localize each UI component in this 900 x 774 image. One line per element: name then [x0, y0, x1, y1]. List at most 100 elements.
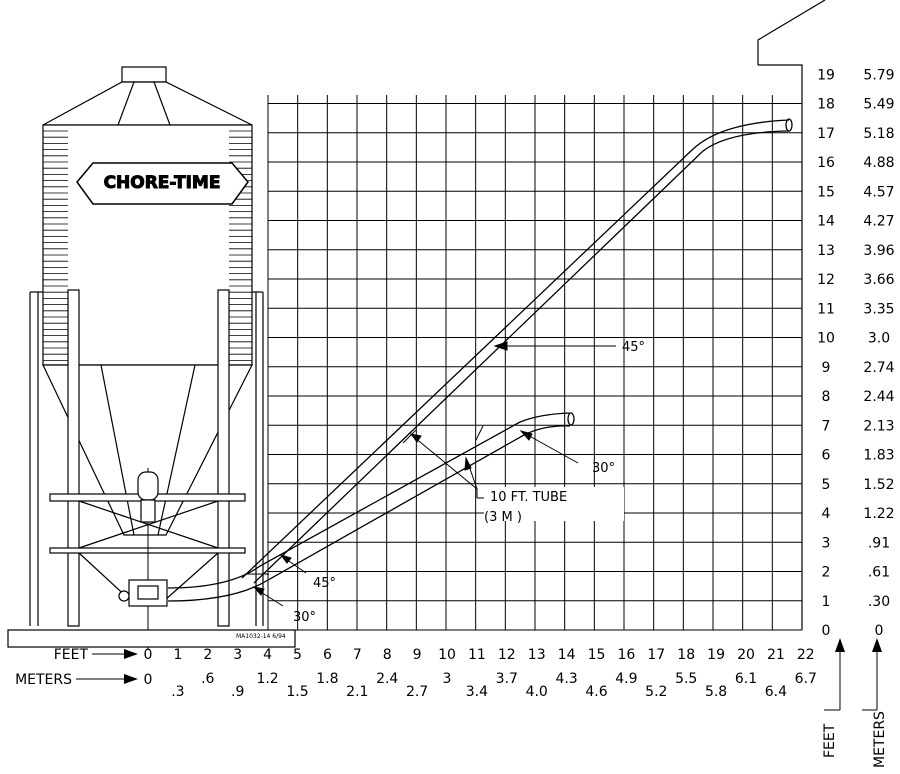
y-tick-meters: 1.52: [863, 477, 894, 493]
drawing-number: MA1032-14 6/94: [236, 633, 286, 640]
x-tick-feet: 21: [767, 647, 785, 663]
x-tick-meters: 5.2: [645, 684, 667, 700]
x-tick-meters: 4.0: [526, 684, 548, 700]
y-tick-feet: 19: [817, 67, 835, 83]
x-tick-meters: 0: [144, 672, 153, 688]
x-tick-meters: .9: [231, 684, 244, 700]
x-tick-meters: 4.9: [615, 671, 637, 687]
y-tick-meters: 3.66: [863, 272, 894, 288]
x-tick-feet: 18: [677, 647, 695, 663]
y-tick-feet: 9: [822, 360, 831, 376]
x-axis-label-meters: METERS: [15, 672, 72, 688]
callout-30-lower: 30°: [293, 610, 316, 625]
tube-30-lower-edge: [167, 412, 571, 589]
y-tick-feet: 11: [817, 301, 835, 317]
y-tick-meters: 3.35: [863, 301, 894, 317]
y-tick-feet: 4: [822, 506, 831, 522]
x-tick-feet: 20: [737, 647, 755, 663]
y-tick-meters: 3.0: [868, 331, 890, 347]
x-tick-feet: 1: [173, 647, 182, 663]
x-tick-feet: 22: [797, 647, 815, 663]
x-tick-feet: 7: [353, 647, 362, 663]
building-wall-outline: [758, 64, 803, 630]
x-tick-feet: 5: [293, 647, 302, 663]
callout-30-upper: 30°: [592, 461, 615, 476]
tube-30-end: [567, 412, 575, 426]
bin-leg-left: [67, 289, 80, 627]
brand-logo: CHORE-TIME: [76, 162, 249, 205]
y-tick-meters: 3.96: [863, 243, 894, 259]
y-tick-feet: 10: [817, 331, 835, 347]
callout-tube-length-metric: (3 M ): [484, 510, 522, 525]
x-tick-meters: 3.7: [496, 671, 518, 687]
tube-45-lower-edge: [241, 119, 790, 579]
x-tick-feet: 3: [233, 647, 242, 663]
y-tick-meters: 2.13: [863, 418, 894, 434]
x-tick-feet: 10: [438, 647, 456, 663]
y-tick-feet: 15: [817, 184, 835, 200]
y-tick-meters: 4.57: [863, 184, 894, 200]
x-tick-feet: 2: [203, 647, 212, 663]
x-tick-meters: .6: [201, 671, 214, 687]
tube-30-upper-edge: [167, 425, 571, 602]
y-tick-feet: 6: [822, 448, 831, 464]
y-tick-feet: 8: [822, 389, 831, 405]
x-tick-feet: 14: [558, 647, 576, 663]
y-tick-feet: 7: [822, 418, 831, 434]
x-tick-meters: 1.5: [286, 684, 308, 700]
x-tick-feet: 16: [617, 647, 635, 663]
callout-45-lower: 45°: [313, 576, 336, 591]
auger-tubes: [167, 118, 793, 602]
bin-lid: [121, 66, 167, 83]
x-tick-meters: 2.1: [346, 684, 368, 700]
building-roof-outline: [757, 0, 826, 65]
x-tick-meters: 5.8: [705, 684, 727, 700]
y-tick-meters: 5.18: [863, 126, 894, 142]
feed-bin: [7, 66, 296, 650]
y-axis-label-feet: FEET: [822, 723, 838, 758]
x-tick-meters: 2.4: [376, 671, 398, 687]
x-tick-meters: 3: [443, 671, 452, 687]
y-tick-meters: 4.88: [863, 155, 894, 171]
x-tick-meters: .3: [171, 684, 184, 700]
tube-45-end: [785, 118, 793, 132]
x-tick-feet: 4: [263, 647, 272, 663]
x-tick-feet: 6: [323, 647, 332, 663]
callout-45-upper: 45°: [622, 340, 645, 355]
y-tick-feet: 0: [822, 623, 831, 639]
bin-roof: [42, 81, 253, 126]
bin-leg-right: [217, 289, 230, 627]
x-tick-feet: 0: [144, 647, 153, 663]
y-tick-meters: 5.79: [863, 67, 894, 83]
y-tick-meters: 2.74: [863, 360, 894, 376]
x-axis-label-feet: FEET: [54, 647, 89, 663]
y-tick-feet: 14: [817, 214, 835, 230]
y-tick-feet: 1: [822, 594, 831, 610]
x-tick-feet: 15: [588, 647, 606, 663]
bin-hopper: [42, 364, 253, 536]
y-tick-feet: 13: [817, 243, 835, 259]
x-tick-meters: 1.8: [316, 671, 338, 687]
x-tick-meters: 6.4: [765, 684, 787, 700]
x-tick-meters: 1.2: [256, 671, 278, 687]
brand-logo-text: CHORE-TIME: [104, 173, 221, 193]
x-tick-feet: 11: [468, 647, 486, 663]
x-tick-feet: 12: [498, 647, 516, 663]
y-tick-feet: 3: [822, 535, 831, 551]
y-tick-meters: .30: [868, 594, 890, 610]
x-tick-feet: 13: [528, 647, 546, 663]
y-tick-feet: 17: [817, 126, 835, 142]
callout-leaders: [252, 341, 616, 607]
x-tick-feet: 17: [647, 647, 665, 663]
y-tick-feet: 16: [817, 155, 835, 171]
x-tick-meters: 5.5: [675, 671, 697, 687]
x-tick-feet: 8: [383, 647, 392, 663]
callout-tube-length: 10 FT. TUBE: [490, 490, 567, 505]
measurement-grid: [267, 95, 803, 631]
y-tick-feet: 5: [822, 477, 831, 493]
tube-45-upper-edge: [253, 130, 790, 584]
y-tick-meters: 1.22: [863, 506, 894, 522]
